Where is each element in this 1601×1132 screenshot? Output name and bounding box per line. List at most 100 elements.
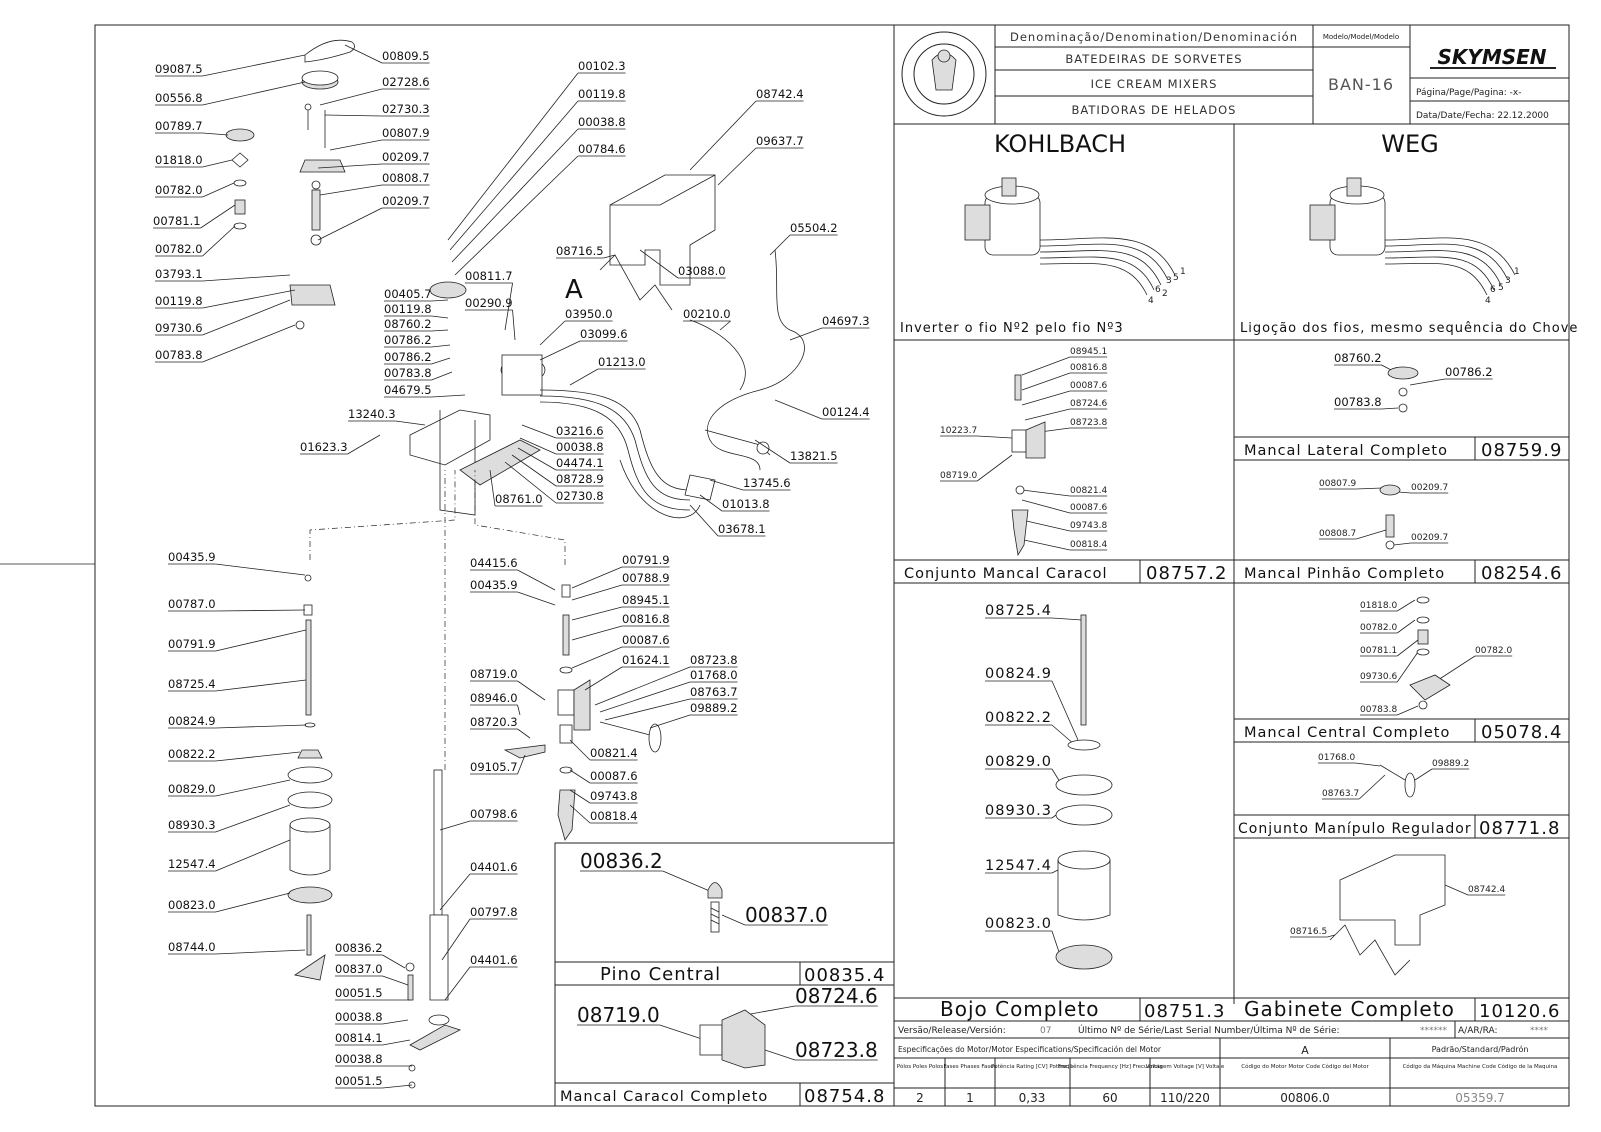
part-number: 00809.5 xyxy=(382,49,430,63)
motor-panels: KOHLBACH WEG Inverter o fio Nº2 pelo fio… xyxy=(894,124,1577,1004)
part-number: 08763.7 xyxy=(1322,789,1359,799)
part-label: 00783.8 xyxy=(1360,705,1419,716)
assembly-title: Mancal Caracol Completo xyxy=(560,1089,768,1105)
part-label: 00823.0 xyxy=(985,916,1061,956)
part-label: 03099.6 xyxy=(539,327,628,361)
part-number: 00782.0 xyxy=(1475,646,1512,656)
part-label: 03678.1 xyxy=(689,504,766,537)
part-label: 00087.6 xyxy=(1021,381,1107,406)
part-label: 00556.8 xyxy=(155,81,306,106)
view-a-marker: A xyxy=(565,275,583,305)
part-number: 00051.5 xyxy=(335,1074,383,1088)
part-label: 00405.7 xyxy=(384,287,449,302)
part-number: 10223.7 xyxy=(940,426,977,436)
part-label: 00119.8 xyxy=(155,289,296,309)
part-label: 02730.8 xyxy=(504,461,604,504)
mancal-central-icon xyxy=(289,284,336,306)
assembly-title: Pino Central xyxy=(600,964,721,985)
part-label: 08719.0 xyxy=(577,1003,706,1041)
spec-col-header: Freqüência Frequency [Hz] Frecuencia xyxy=(1058,1063,1163,1070)
part-number: 13240.3 xyxy=(348,407,396,421)
spec-col-header: Código da Máquina Machine Code Código de… xyxy=(1403,1063,1558,1070)
part-label: 00818.4 xyxy=(569,804,638,824)
part-number: 04415.6 xyxy=(470,556,518,570)
part-number: 08719.0 xyxy=(577,1003,660,1027)
part-label: 02728.6 xyxy=(319,75,430,106)
part-label: 00788.9 xyxy=(571,571,670,601)
part-label: 04415.6 xyxy=(470,556,556,591)
part-number: 08742.4 xyxy=(756,87,804,101)
assembly-title: Mancal Central Completo xyxy=(1244,725,1450,741)
part-label: 00821.4 xyxy=(1021,486,1107,497)
part-number: 00787.0 xyxy=(168,597,216,611)
part-number: 01013.8 xyxy=(722,497,770,511)
assembly-titles: Conjunto Mancal Caracol 08757.2 Mancal L… xyxy=(560,440,1562,1107)
part-number: 08716.5 xyxy=(556,244,604,258)
part-number: 13745.6 xyxy=(743,476,791,490)
part-label: 09730.6 xyxy=(1360,651,1419,683)
part-label: 01768.0 xyxy=(1318,753,1381,767)
scraper-icon xyxy=(557,789,576,841)
assembly-code: 08254.6 xyxy=(1481,563,1562,584)
part-label: 09743.8 xyxy=(569,789,638,804)
part-number: 00822.2 xyxy=(985,710,1052,726)
part-number: 00791.9 xyxy=(622,553,670,567)
part-number: 04679.5 xyxy=(384,383,432,397)
part-number: 02728.6 xyxy=(382,75,430,89)
assembly-code: 05078.4 xyxy=(1481,722,1562,743)
part-number: 00836.2 xyxy=(580,849,663,873)
part-number: 03950.0 xyxy=(565,307,613,321)
part-number: 08719.0 xyxy=(470,667,518,681)
part-number: 00837.0 xyxy=(745,903,828,927)
part-label: 00783.8 xyxy=(384,366,453,381)
part-label: 08719.0 xyxy=(470,667,546,701)
model-header: Modelo/Model/Modelo xyxy=(1323,33,1399,41)
part-number: 00811.7 xyxy=(465,269,513,283)
part-label: 00038.8 xyxy=(451,115,626,263)
bowl-icon xyxy=(289,824,331,876)
part-label: 00781.1 xyxy=(153,204,236,229)
part-label: 00836.2 xyxy=(335,941,406,969)
part-number: 09889.2 xyxy=(1432,759,1469,769)
part-number: 00038.8 xyxy=(578,115,626,129)
part-label: 00087.6 xyxy=(571,633,670,669)
part-number: 00038.8 xyxy=(335,1010,383,1024)
part-number: 00209.7 xyxy=(1411,483,1448,493)
part-label: 08716.5 xyxy=(556,244,616,259)
part-label: 00818.4 xyxy=(1023,539,1107,551)
part-label: 00816.8 xyxy=(571,612,670,641)
part-label: 00823.0 xyxy=(168,892,291,913)
part-label: 00822.2 xyxy=(168,747,301,762)
part-number: 08724.6 xyxy=(1070,399,1107,409)
part-number: 00087.6 xyxy=(622,633,670,647)
gear-wheel-icon xyxy=(429,281,467,299)
part-number: 08945.1 xyxy=(1070,347,1107,357)
part-label: 12547.4 xyxy=(168,839,291,872)
part-label: 00087.6 xyxy=(1021,499,1107,514)
part-number: 05504.2 xyxy=(790,221,838,235)
spec-col-header: Código do Motor Motor Code Código del Mo… xyxy=(1241,1063,1369,1070)
part-number: 04401.6 xyxy=(470,860,518,874)
spec-col-value: 05359.7 xyxy=(1455,1091,1505,1105)
part-label: 03950.0 xyxy=(539,307,613,346)
part-label: 03088.0 xyxy=(639,249,726,279)
spec-col-header: Pólos Poles Polos xyxy=(897,1063,943,1070)
part-number: 00210.0 xyxy=(683,307,731,321)
part-number: 00791.9 xyxy=(168,637,216,651)
part-label: 00051.5 xyxy=(335,986,410,1001)
part-number: 04401.6 xyxy=(470,953,518,967)
svg-text:5: 5 xyxy=(1173,273,1179,283)
part-label: 00797.8 xyxy=(441,905,518,961)
part-number: 00818.4 xyxy=(1070,540,1107,550)
assembly-code: 08751.3 xyxy=(1144,1001,1225,1022)
part-label: 04401.6 xyxy=(439,860,518,911)
cabinet-icon xyxy=(609,174,716,286)
part-number: 09730.6 xyxy=(155,321,203,335)
part-label: 00789.7 xyxy=(155,119,229,136)
assembly-title: Gabinete Completo xyxy=(1244,997,1455,1021)
exploded-view-shapes xyxy=(225,39,1451,1089)
part-label: 00816.8 xyxy=(1021,363,1107,391)
part-number: 01768.0 xyxy=(1318,753,1355,763)
part-label: 00782.0 xyxy=(1437,646,1512,681)
